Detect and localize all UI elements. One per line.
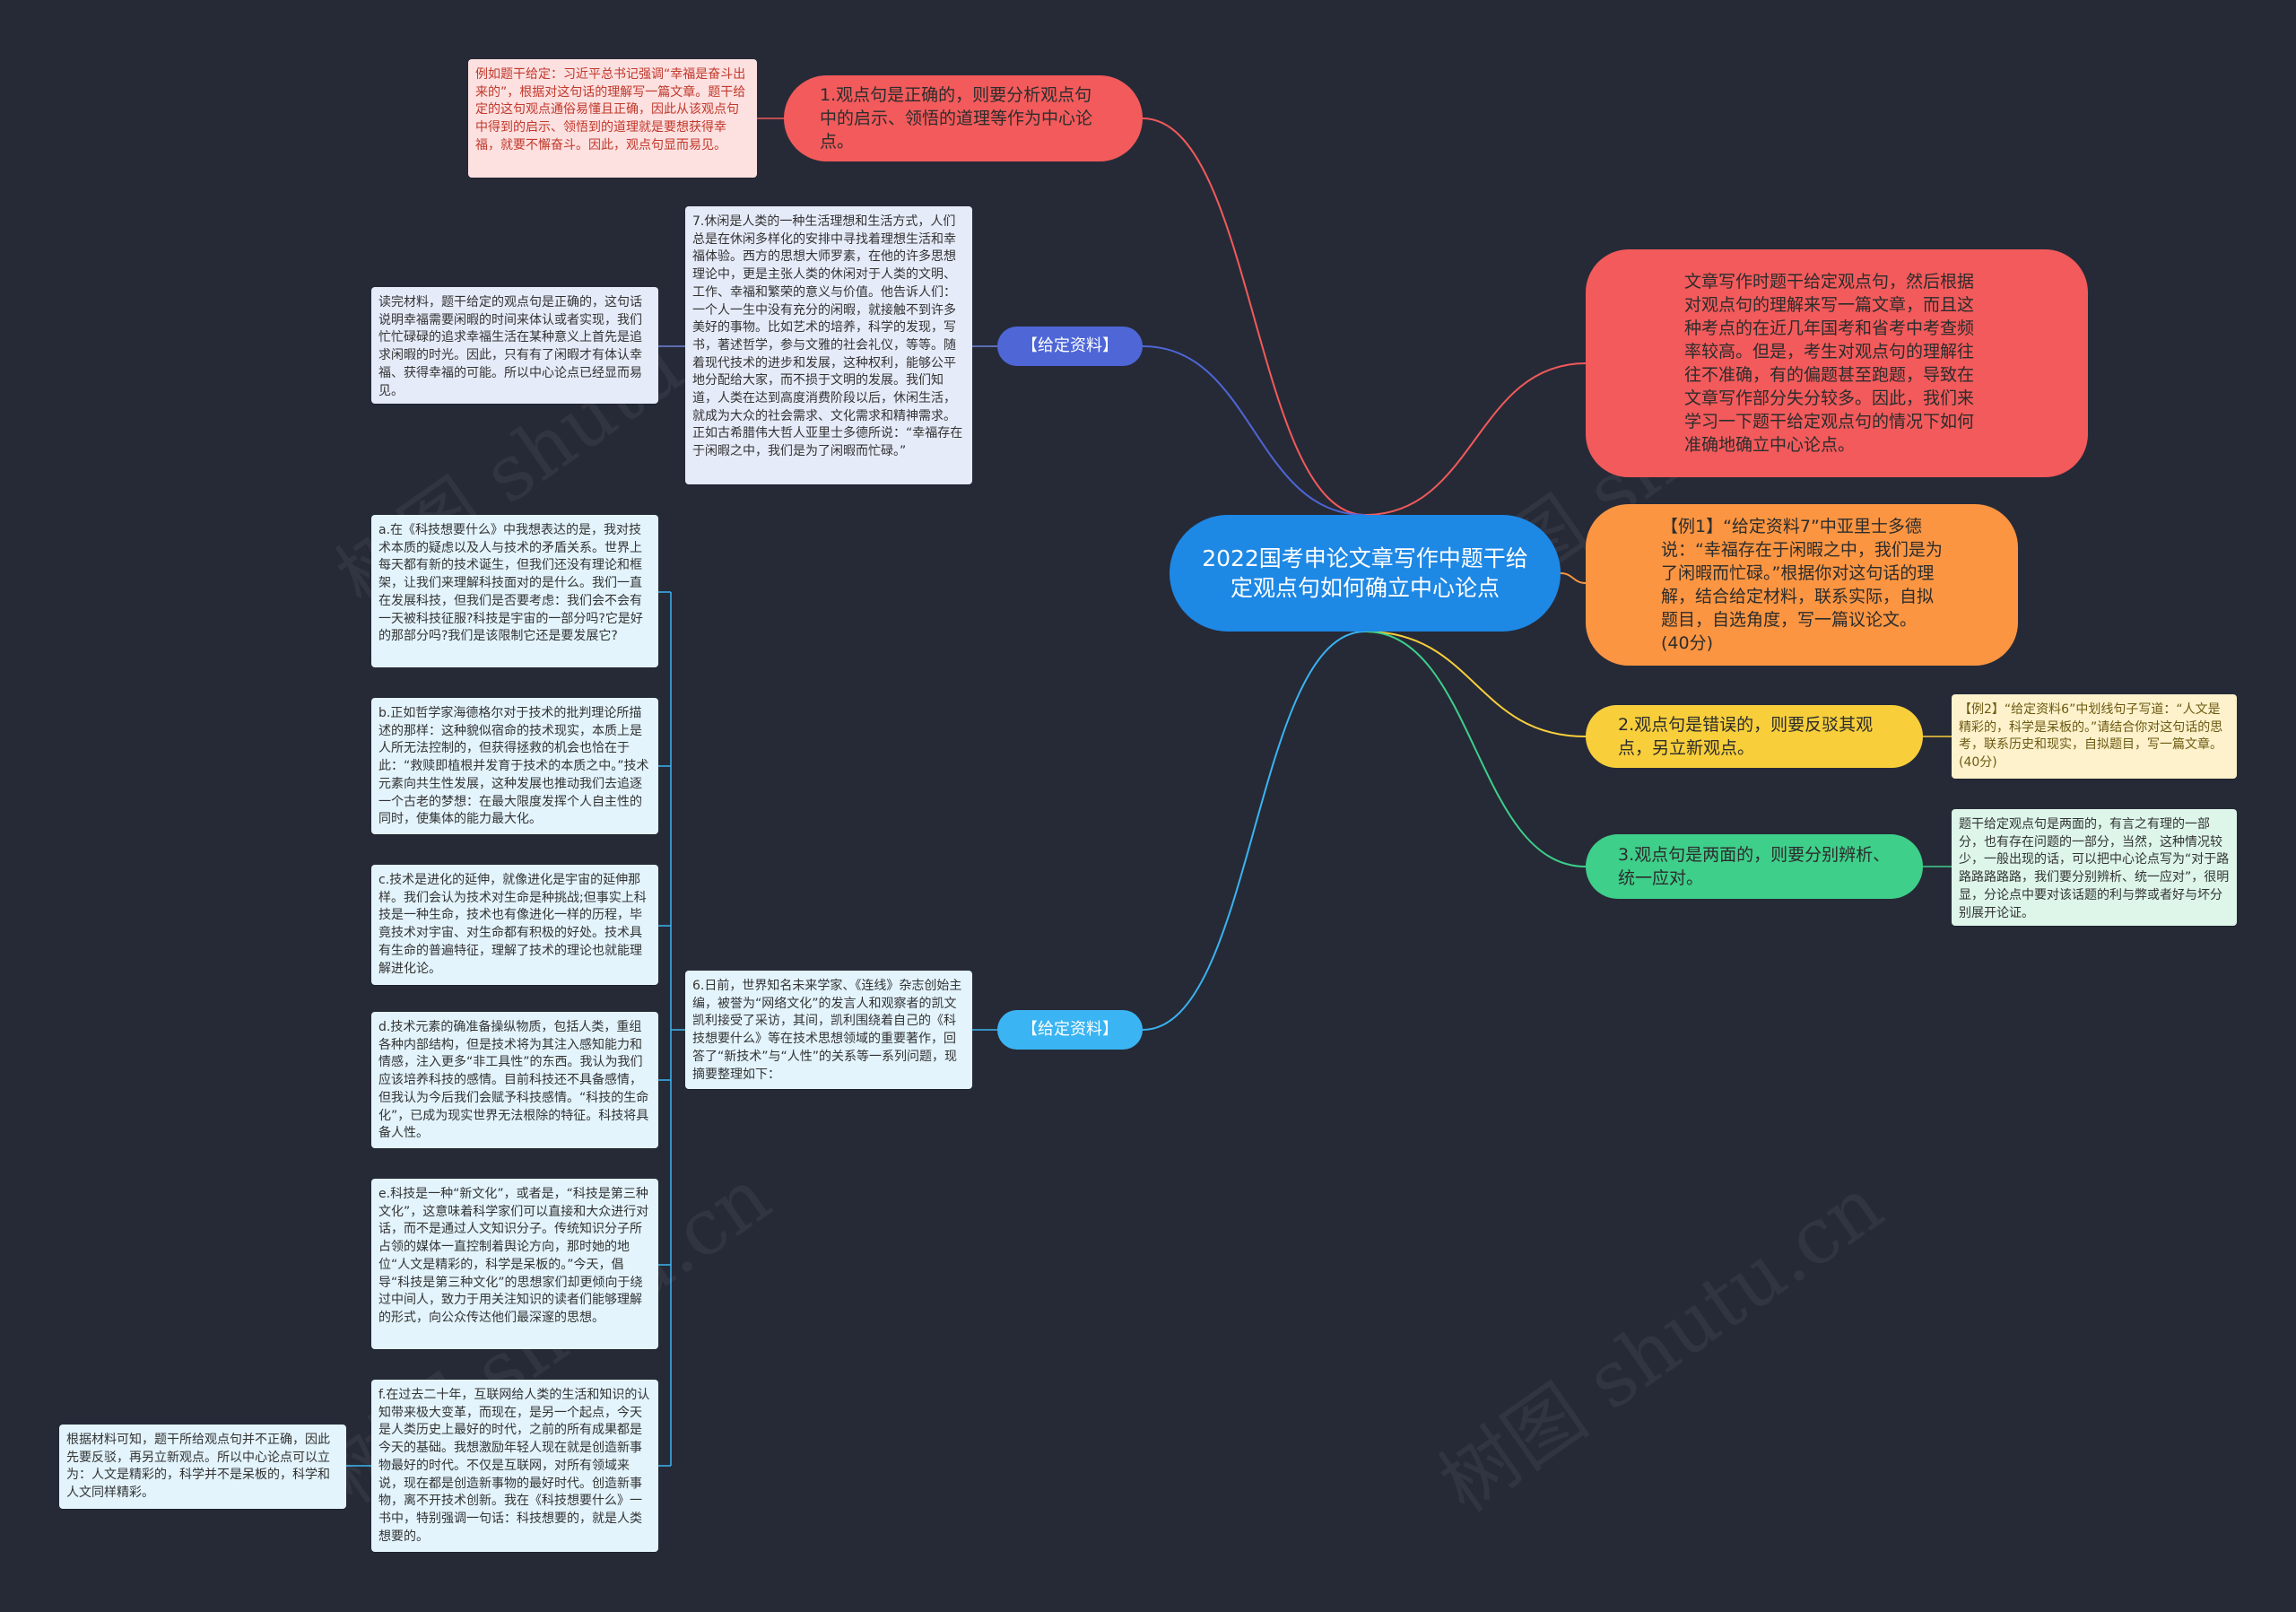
- material-7-text[interactable]: 7.休闲是人类的一种生活理想和生活方式，人们总是在休闲多样化的安排中寻找着理想生…: [685, 206, 972, 484]
- branch-text: 1.观点句是正确的，则要分析观点句中的启示、领悟的道理等作为中心论点。: [820, 85, 1093, 152]
- branch-introduction[interactable]: 文章写作时题干给定观点句，然后根据对观点句的理解来写一篇文章，而且这种考点的在近…: [1586, 249, 2088, 477]
- note-two-sided[interactable]: 题干给定观点句是两面的，有言之有理的一部分，也有存在问题的一部分，当然，这种情况…: [1952, 809, 2237, 926]
- link-root-b7: [1142, 631, 1366, 1031]
- note-material-7-analysis[interactable]: 读完材料，题干给定的观点句是正确的，这句话说明幸福需要闲暇的时间来体认或者实现，…: [371, 287, 658, 404]
- link-root-b3: [1364, 362, 1587, 516]
- note-material-6-analysis[interactable]: 根据材料可知，题干所给观点句并不正确，因此先要反驳，再另立新观点。所以中心论点可…: [59, 1425, 346, 1509]
- branch-material-6[interactable]: 【给定资料】: [997, 1010, 1143, 1050]
- branch-two-sided-viewpoint[interactable]: 3.观点句是两面的，则要分别辨析、统一应对。: [1586, 834, 1923, 899]
- link-root-b4: [1560, 572, 1587, 584]
- link-root-b2: [1142, 345, 1366, 516]
- note-example-2[interactable]: 【例2】“给定资料6”中划线句子写道：“人文是精彩的，科学是呆板的。”请结合你对…: [1952, 694, 2237, 779]
- link-root-b5: [1364, 631, 1587, 737]
- link-root-b1: [1142, 118, 1366, 516]
- material-item-f[interactable]: f.在过去二十年，互联网给人类的生活和知识的认知带来极大变革，而现在，是另一个起…: [371, 1380, 658, 1552]
- branch-wrong-viewpoint[interactable]: 2.观点句是错误的，则要反驳其观点，另立新观点。: [1586, 705, 1923, 768]
- material-item-a[interactable]: a.在《科技想要什么》中我想表达的是，我对技术本质的疑虑以及人与技术的矛盾关系。…: [371, 515, 658, 667]
- link-root-b6: [1364, 631, 1587, 867]
- root-topic[interactable]: 2022国考申论文章写作中题干给定观点句如何确立中心论点: [1170, 515, 1561, 632]
- material-item-b[interactable]: b.正如哲学家海德格尔对于技术的批判理论所描述的那样：这种貌似宿命的技术现实，本…: [371, 698, 658, 834]
- material-item-d[interactable]: d.技术元素的确准备操纵物质，包括人类，重组各种内部结构，但是技术将为其注入感知…: [371, 1012, 658, 1148]
- root-title: 2022国考申论文章写作中题干给定观点句如何确立中心论点: [1202, 545, 1528, 601]
- material-item-c[interactable]: c.技术是进化的延伸，就像进化是宇宙的延伸那样。我们会认为技术对生命是种挑战;但…: [371, 865, 658, 985]
- branch-example-1[interactable]: 【例1】“给定资料7”中亚里士多德说：“幸福存在于闲暇之中，我们是为了闲暇而忙碌…: [1586, 504, 2018, 666]
- branch-correct-viewpoint[interactable]: 1.观点句是正确的，则要分析观点句中的启示、领悟的道理等作为中心论点。: [784, 75, 1143, 161]
- note-correct-example[interactable]: 例如题干给定：习近平总书记强调“幸福是奋斗出来的”，根据对这句话的理解写一篇文章…: [468, 59, 757, 178]
- material-item-e[interactable]: e.科技是一种“新文化”，或者是，“科技是第三种文化”，这意味着科学家们可以直接…: [371, 1179, 658, 1349]
- branch-material-7[interactable]: 【给定资料】: [997, 327, 1143, 366]
- material-6-text[interactable]: 6.日前，世界知名未来学家、《连线》杂志创始主编，被誉为“网络文化”的发言人和观…: [685, 971, 972, 1089]
